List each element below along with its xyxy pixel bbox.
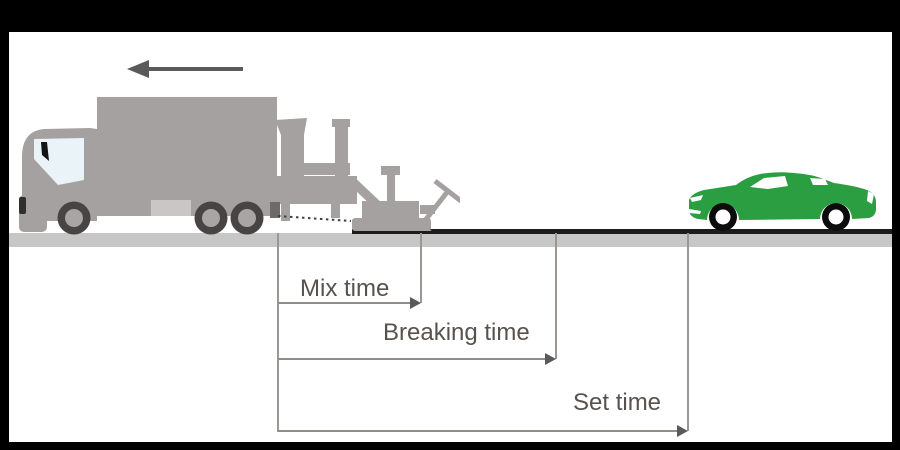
set-time-label: Set time xyxy=(573,389,662,416)
timeline-origin-line xyxy=(277,233,279,432)
car-rear-window xyxy=(810,178,828,185)
truck-wheels xyxy=(57,201,264,235)
car-icon xyxy=(689,172,876,231)
tamper-foot xyxy=(410,221,432,231)
breaking-time-arrow-line xyxy=(278,358,548,360)
set-time-arrowhead-icon xyxy=(677,425,688,437)
paver-leg xyxy=(331,204,340,218)
breaking-time-end-line xyxy=(555,233,557,359)
mix-time-label: Mix time xyxy=(300,275,390,302)
tamper-shaft xyxy=(418,189,450,229)
paver-body xyxy=(270,176,357,204)
paver-mast-cap xyxy=(332,119,350,127)
breaking-time-arrowhead-icon xyxy=(545,353,556,365)
mudflap xyxy=(270,202,280,218)
paving-truck-icon xyxy=(19,97,460,235)
screed-tab xyxy=(420,205,435,214)
direction-left-arrow-icon xyxy=(127,60,243,78)
screed-mast xyxy=(387,174,395,202)
screed-body xyxy=(362,201,419,219)
tamper-head xyxy=(433,179,460,203)
fresh-surface-line xyxy=(352,229,892,234)
paver-boom xyxy=(295,163,350,175)
mix-time-end-line xyxy=(420,233,422,303)
car-body xyxy=(689,172,876,220)
car-headlight xyxy=(690,195,703,202)
car-wheels xyxy=(709,203,850,231)
mix-time-arrow-line xyxy=(278,302,413,304)
car-front-window xyxy=(750,176,788,189)
screed-base xyxy=(352,218,431,231)
set-time-arrow-line xyxy=(278,430,680,432)
screed-top-box xyxy=(381,166,400,175)
truck-box-body xyxy=(97,97,277,197)
front-bumper xyxy=(19,197,26,214)
car-bumper-slit xyxy=(689,209,701,214)
car-taillight xyxy=(867,191,874,204)
car-mirror xyxy=(743,178,752,185)
cab-mirror xyxy=(41,142,49,161)
breaking-time-label: Breaking time xyxy=(383,319,530,346)
fuel-tank xyxy=(151,200,191,216)
paver-leg xyxy=(281,204,290,221)
paver-hopper xyxy=(275,118,307,152)
tow-dotted-line xyxy=(277,215,352,222)
mix-time-arrowhead-icon xyxy=(410,297,421,309)
set-time-end-line xyxy=(687,233,689,431)
road-surface xyxy=(9,233,892,247)
